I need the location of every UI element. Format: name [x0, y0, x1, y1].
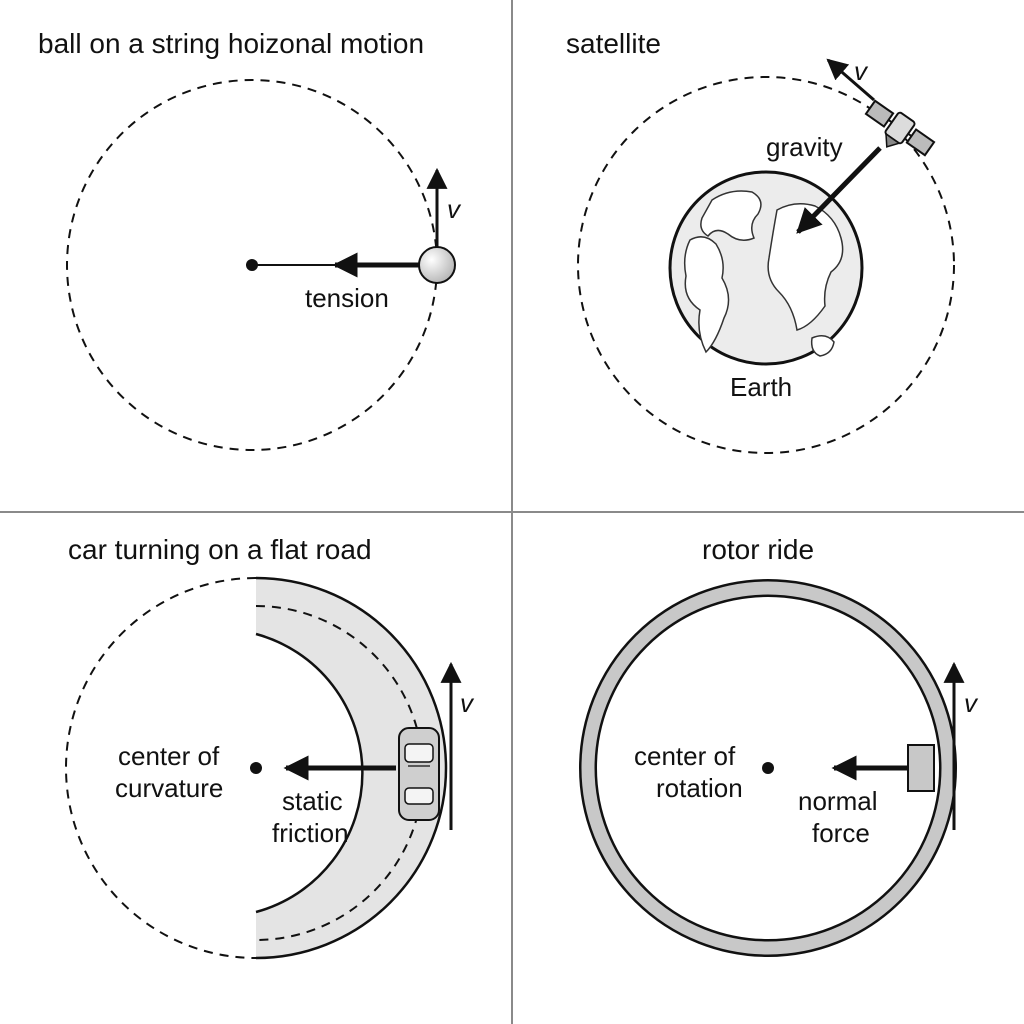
- satellite-velocity-arrow: [826, 58, 875, 102]
- earth-label: Earth: [730, 372, 792, 402]
- panel-ball-on-string: ball on a string hoizonal motion v tensi…: [0, 0, 512, 512]
- satellite-velocity-label: v: [854, 56, 869, 86]
- satellite-diagram: satellite v gravity Earth: [566, 28, 955, 454]
- ball-velocity-label: v: [447, 194, 462, 224]
- car-icon: [398, 727, 440, 821]
- earth: [668, 170, 864, 366]
- normal-force-label-line1: normal: [798, 786, 877, 816]
- car-diagram: car turning on a flat road v center of c…: [65, 534, 475, 960]
- friction-label-line1: static: [282, 786, 343, 816]
- rotor-title: rotor ride: [702, 534, 814, 565]
- center-label-line2: curvature: [115, 773, 223, 803]
- center-of-rotation-point: [762, 762, 774, 774]
- rotor-wall: [581, 581, 955, 955]
- road-inner-edge: [255, 632, 364, 914]
- center-label-line1: center of: [118, 741, 220, 771]
- panel-satellite: satellite v gravity Earth: [512, 0, 1024, 512]
- panel-car-turning: car turning on a flat road v center of c…: [0, 512, 512, 1024]
- ball-diagram: ball on a string hoizonal motion v tensi…: [38, 28, 462, 451]
- satellite-title: satellite: [566, 28, 661, 59]
- horizontal-divider: [0, 511, 1024, 513]
- gravity-label: gravity: [766, 132, 843, 162]
- car-title: car turning on a flat road: [68, 534, 372, 565]
- ball: [418, 246, 456, 284]
- rotor-velocity-label: v: [964, 688, 979, 718]
- ball-title: ball on a string hoizonal motion: [38, 28, 424, 59]
- road-surface: [256, 578, 446, 958]
- panel-rotor-ride: rotor ride v center of rotation normal f…: [512, 512, 1024, 1024]
- rider-block: [907, 744, 935, 792]
- center-of-curvature-point: [250, 762, 262, 774]
- road-outer-edge: [255, 576, 448, 960]
- gravity-arrow: [796, 146, 882, 234]
- car-curvature-path-left: [65, 577, 257, 959]
- rotation-label-line2: rotation: [656, 773, 743, 803]
- tension-label: tension: [305, 283, 389, 313]
- rotation-label-line1: center of: [634, 741, 736, 771]
- satellite-icon: [864, 99, 936, 157]
- satellite-orbit-path: [577, 76, 955, 454]
- rotor-diagram: rotor ride v center of rotation normal f…: [579, 534, 979, 957]
- car-velocity-label: v: [460, 688, 475, 718]
- normal-force-label-line2: force: [812, 818, 870, 848]
- friction-label-line2: friction: [272, 818, 349, 848]
